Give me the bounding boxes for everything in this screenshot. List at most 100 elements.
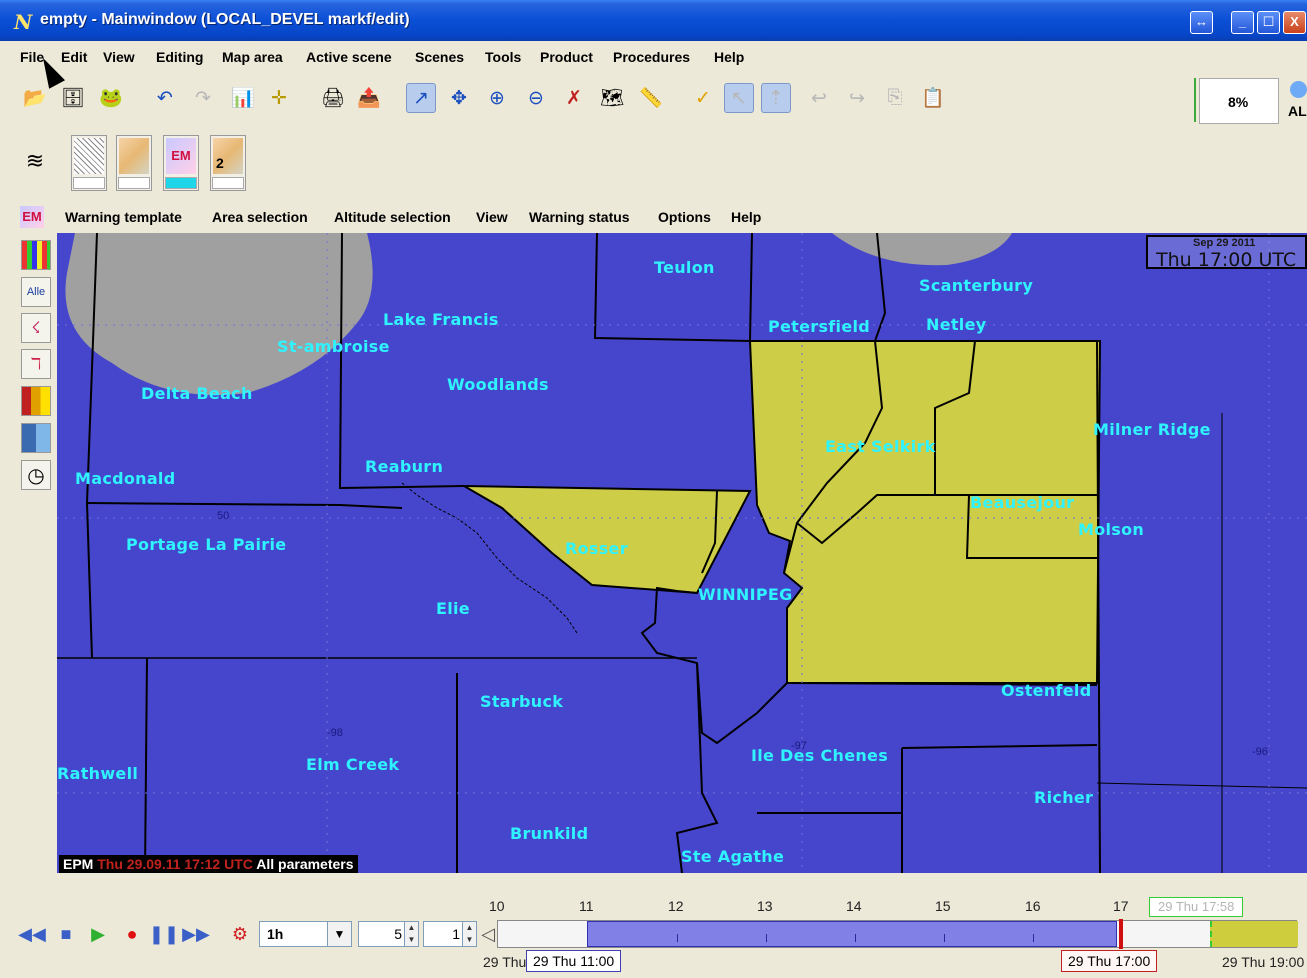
epm-menu-warning-status[interactable]: Warning status	[529, 209, 630, 225]
spinner-arrows-icon[interactable]: ▲▼	[462, 922, 476, 946]
scene-2-button[interactable]: 2	[210, 135, 246, 191]
minimize-button[interactable]: _	[1231, 11, 1254, 34]
step-count-spinner[interactable]: 5 ▲▼	[358, 921, 419, 947]
hour-tick-label: 10	[489, 898, 505, 914]
place-label: Elm Creek	[306, 755, 400, 774]
layer-panel-icon[interactable]	[21, 423, 51, 453]
zoom-out-icon[interactable]: ⊖	[528, 87, 544, 109]
menu-file[interactable]: File	[20, 49, 45, 65]
warning-colors-icon[interactable]	[21, 386, 51, 416]
menu-tools[interactable]: Tools	[485, 49, 522, 65]
paste-icon[interactable]: 📋	[921, 88, 945, 109]
place-label: Molson	[1078, 520, 1145, 539]
grid-map-icon	[74, 138, 104, 174]
all-button[interactable]: Alle	[21, 277, 51, 307]
epm-menu-view[interactable]: View	[476, 209, 508, 225]
redo-icon[interactable]: ↷	[195, 87, 211, 109]
select-add-icon[interactable]: ⇡	[761, 83, 791, 113]
warning-area-rosser[interactable]	[460, 484, 752, 595]
stop-icon[interactable]: ■	[60, 923, 72, 944]
record-icon[interactable]: ●	[126, 923, 138, 944]
pan-icon[interactable]: ✥	[451, 87, 467, 109]
restore-size-button[interactable]: ↔	[1190, 11, 1213, 34]
selected-time-range[interactable]	[587, 921, 1117, 947]
distance-km-icon[interactable]: 📏	[639, 88, 663, 109]
chevron-down-icon[interactable]: ▼	[327, 922, 351, 946]
menu-procedures[interactable]: Procedures	[613, 49, 691, 65]
map-view[interactable]: Sep 29 2011 Thu 17:00 UTC Teulon Scanter…	[57, 233, 1307, 873]
place-label: Netley	[926, 315, 987, 334]
clock-icon[interactable]: ◷	[21, 460, 51, 490]
presentation-icon[interactable]: 📊	[231, 88, 255, 109]
scene-1-button[interactable]	[116, 135, 152, 191]
grid-view-button[interactable]	[71, 135, 107, 191]
boundary-line	[934, 340, 976, 495]
check-icon[interactable]: ✓	[695, 87, 711, 109]
export-icon[interactable]: 📤	[357, 88, 381, 109]
epm-menu-options[interactable]: Options	[658, 209, 711, 225]
zoom-in-icon[interactable]: ⊕	[489, 87, 505, 109]
print-icon[interactable]: 🖨	[320, 88, 346, 109]
place-label: Lake Francis	[383, 310, 499, 329]
graticule	[57, 233, 1307, 873]
valid-time: Thu 17:00 UTC	[1156, 249, 1297, 271]
map-svg	[57, 233, 1307, 873]
lake-manitoba	[65, 233, 373, 395]
settings-gear-icon[interactable]: ⚙	[231, 923, 249, 944]
timeline-left-arrow-icon[interactable]: ◁	[481, 923, 495, 944]
menu-scenes[interactable]: Scenes	[415, 49, 465, 65]
grid-label: -96	[1252, 746, 1268, 758]
warning-area-east[interactable]	[748, 340, 1102, 684]
menu-editing[interactable]: Editing	[156, 49, 204, 65]
select-tool-icon[interactable]: ↖	[724, 83, 754, 113]
undo-icon[interactable]: ↶	[157, 87, 173, 109]
layers-icon[interactable]: ≋	[25, 148, 45, 173]
forward-arrow-icon[interactable]: ↪	[849, 87, 865, 109]
epm-menu-altitude-selection[interactable]: Altitude selection	[334, 209, 451, 225]
place-label: St-ambroise	[277, 337, 390, 356]
play-icon[interactable]: ▶	[91, 923, 105, 944]
valid-date: Sep 29 2011	[1193, 237, 1256, 249]
maximize-button[interactable]: ☐	[1257, 11, 1280, 34]
crosshair-icon[interactable]: ✛	[271, 87, 287, 109]
step-back-icon[interactable]: ◀◀	[18, 923, 46, 944]
freehand-tool-icon[interactable]: ℸ	[21, 349, 51, 379]
menu-product[interactable]: Product	[540, 49, 593, 65]
menu-help[interactable]: Help	[714, 49, 745, 65]
boundary-line	[338, 233, 465, 490]
step-size-spinner[interactable]: 1 ▲▼	[423, 921, 477, 947]
track-tick	[944, 934, 945, 942]
track-tick	[855, 934, 856, 942]
timeline-track[interactable]	[497, 919, 1298, 949]
close-button[interactable]: X	[1283, 11, 1306, 34]
river-red	[783, 340, 884, 574]
boundary-line	[786, 682, 1098, 686]
latest-data-label: 29 Thu 17:58	[1149, 897, 1244, 917]
menu-active-scene[interactable]: Active scene	[306, 49, 392, 65]
back-arrow-icon[interactable]: ↩	[811, 87, 827, 109]
pause-icon[interactable]: ❚❚	[148, 923, 180, 944]
open-folder-icon[interactable]: 📂	[23, 88, 47, 109]
epm-menu-help[interactable]: Help	[731, 209, 762, 225]
epm-menu-warning-template[interactable]: Warning template	[65, 209, 182, 225]
pointer-tool-icon[interactable]: ↗	[406, 83, 436, 113]
step-forward-icon[interactable]: ▶▶	[182, 923, 210, 944]
menu-edit[interactable]: Edit	[61, 49, 88, 65]
menu-view[interactable]: View	[103, 49, 135, 65]
al-label[interactable]: AL	[1288, 103, 1307, 119]
copy-icon[interactable]: ⎘	[887, 87, 903, 108]
polygon-tool-icon[interactable]: ☇	[21, 313, 51, 343]
database-icon[interactable]: 🗄	[60, 88, 86, 109]
measure-icon[interactable]: ✗	[566, 87, 582, 109]
map-layers-icon[interactable]: 🗺	[599, 88, 625, 109]
frog-icon[interactable]: 🐸	[99, 88, 123, 109]
palette-grid-icon[interactable]	[21, 240, 51, 270]
epm-view-button[interactable]: EM	[163, 135, 199, 191]
place-label: Brunkild	[510, 824, 589, 843]
menu-map-area[interactable]: Map area	[222, 49, 283, 65]
place-label: Starbuck	[480, 692, 564, 711]
current-time-marker[interactable]	[1119, 919, 1123, 949]
epm-menu-area-selection[interactable]: Area selection	[212, 209, 308, 225]
spinner-arrows-icon[interactable]: ▲▼	[404, 922, 418, 946]
interval-select[interactable]: 1h ▼	[259, 921, 352, 947]
